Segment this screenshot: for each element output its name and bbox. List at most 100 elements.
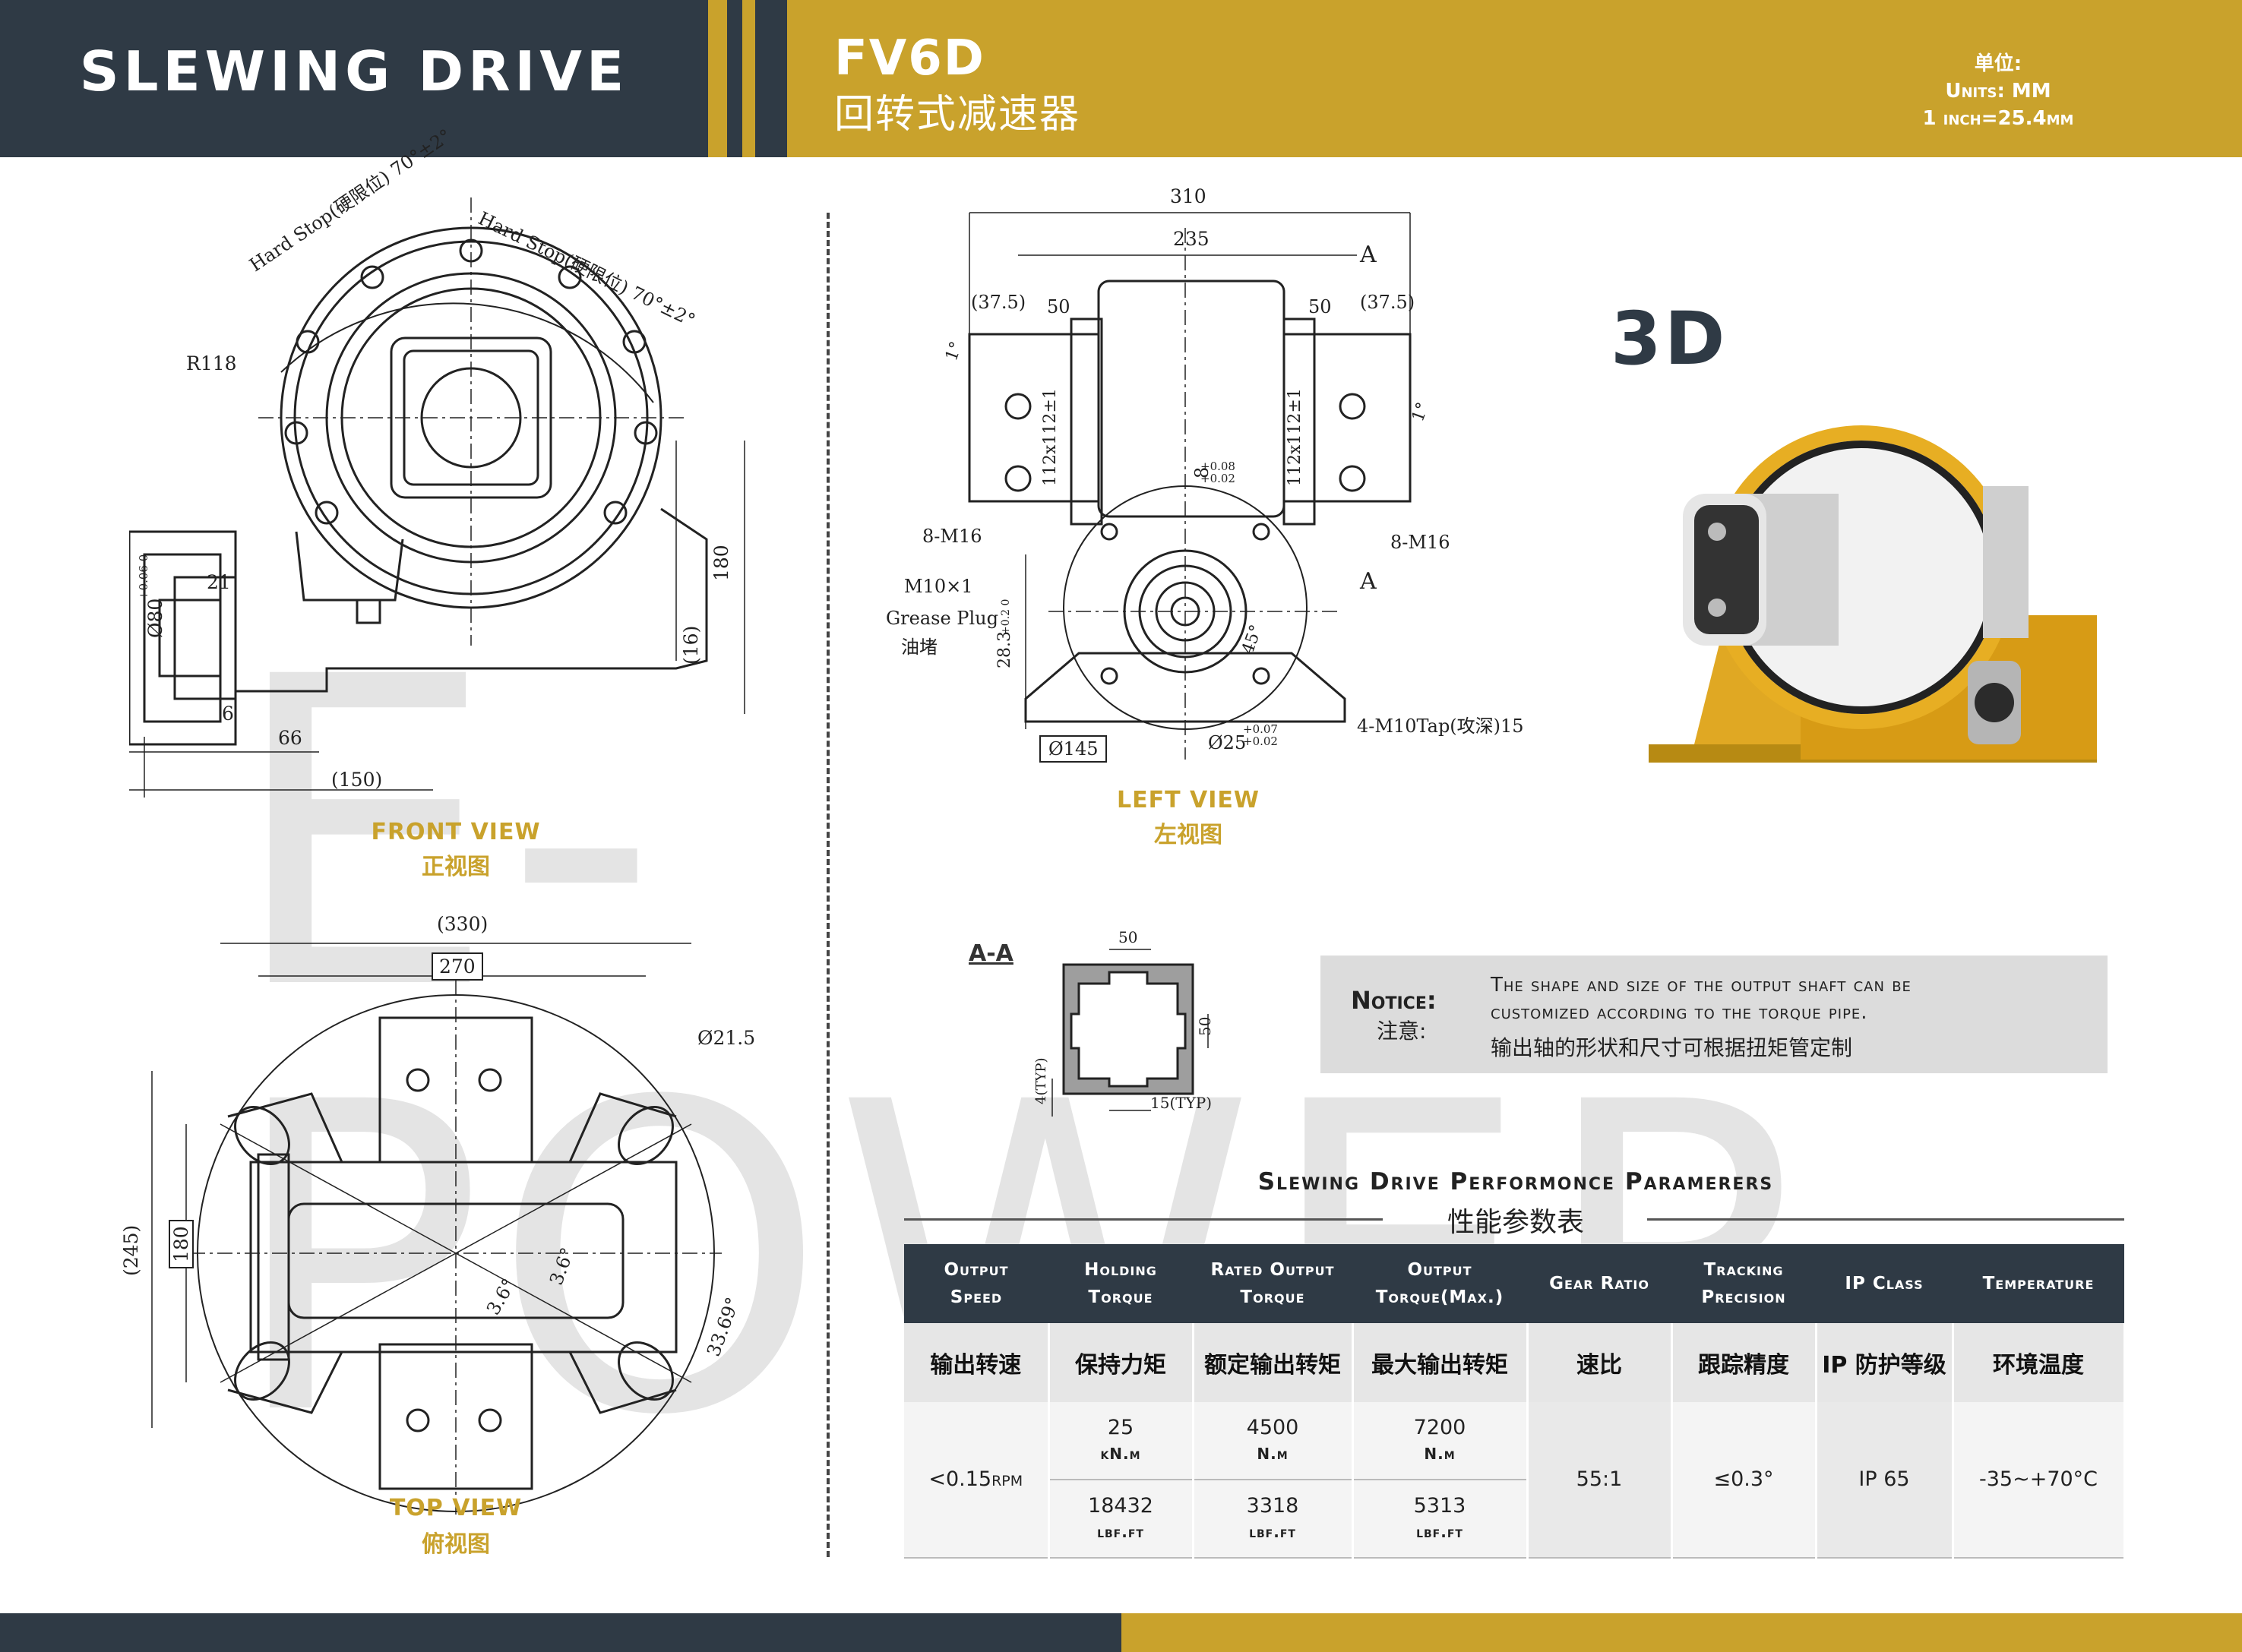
table-header-cn-row: 输出转速 保持力矩 额定输出转矩 最大输出转矩 速比 跟踪精度 IP 防护等级 … [904,1323,2126,1402]
dim-330: (330) [437,913,489,935]
label-grease-plug: Grease Plug [886,608,998,629]
notice-line-3-cn: 输出轴的形状和尺寸可根据扭矩管定制 [1491,1035,1853,1060]
cell-ratio: 55:1 [1527,1402,1673,1559]
dim-28-3: 28.3 [995,631,1014,668]
left-view-drawing [968,212,1412,760]
dashed-divider [827,213,830,1557]
brand-title: SLEWING DRIVE [79,39,629,103]
dim-112-left: 112x112±1 [1041,388,1060,486]
header-ip-class: IP Class [1816,1244,1953,1323]
model-title: FV6D [834,30,985,87]
label-8-m16-right: 8-M16 [1390,532,1450,553]
section-aa-drawing [1051,949,1209,1117]
left-view-caption-cn: 左视图 [1154,822,1222,848]
label-tap: 4-M10Tap(攻深)15 [1357,715,1524,737]
dim-aa-50-right: 50 [1196,1016,1214,1036]
dim-66: 66 [278,727,302,749]
dim-37-5-right: (37.5) [1360,292,1415,313]
label-m10: M10×1 [904,576,973,597]
front-view-caption-cn: 正视图 [422,854,490,880]
cell-ip: IP 65 [1816,1402,1954,1559]
header-stripe [742,0,755,157]
notice-box [1320,956,2108,1073]
dim-310: 310 [1170,185,1206,207]
section-mark-a-bottom: A [1360,568,1377,595]
units-block: 单位: Units: MM 1 inch=25.4mm [1884,50,2112,132]
header-cn-cell: 环境温度 [1953,1323,2126,1402]
header-gold-band [787,0,2242,157]
header-cn-cell: 速比 [1527,1323,1673,1402]
section-mark-a-top: A [1360,242,1377,268]
dim-150: (150) [331,769,383,791]
dim-aa-4: 4(TYP) [1033,1057,1049,1105]
dim-25: Ø25 [1208,732,1247,753]
header-cn-cell: 跟踪精度 [1671,1323,1817,1402]
header-cn-cell: 保持力矩 [1048,1323,1194,1402]
dim-28-3-tol: +0.2 0 [1000,599,1012,635]
dim-50-left: 50 [1047,296,1070,317]
dim-180: 180 [710,545,732,581]
front-view-caption: FRONT VIEW [371,819,541,845]
table-title-rule-left [904,1218,1383,1221]
table-title-rule-right [1647,1218,2124,1221]
inch-conversion: 1 inch=25.4mm [1922,107,2074,130]
dim-radius: R118 [186,352,237,374]
dim-key-tol: +0.08 +0.02 [1200,460,1235,485]
dim-16: (16) [680,625,702,665]
dim-6: 6 [222,703,234,725]
header-stripe [708,0,727,157]
notice-line-2: customized according to the torque pipe. [1491,1001,1868,1024]
dim-aa-15: 15(TYP) [1150,1094,1213,1112]
header-cn-cell: 最大输出转矩 [1352,1323,1529,1402]
dim-112-right: 112x112±1 [1285,388,1304,486]
dim-145: Ø145 [1039,735,1108,763]
top-view-drawing [151,943,722,1519]
left-view-caption: LEFT VIEW [1117,787,1260,813]
top-view-caption-cn: 俯视图 [422,1531,490,1558]
cell-precision: ≤0.3° [1671,1402,1817,1559]
dim-245: (245) [120,1224,142,1276]
dim-235: 235 [1173,228,1210,250]
header-cn-cell: IP 防护等级 [1816,1323,1954,1402]
footer-dark-band [0,1613,1121,1652]
label-grease-plug-cn: 油堵 [901,636,938,658]
notice-title: Notice: [1351,986,1437,1015]
units-label-en: Units: [1945,80,2005,103]
dim-180-top: 180 [169,1220,194,1268]
dim-21: 21 [207,571,231,593]
header-stripe [755,0,787,157]
dim-80: Ø80 [144,598,166,638]
header-dark-band [0,0,708,157]
product-3d-render [1649,425,2097,763]
dim-aa-50-top: 50 [1118,928,1138,946]
header-stripe [727,0,742,157]
units-value: MM [2011,80,2051,103]
table-title-cn: 性能参数表 [1447,1207,1584,1238]
section-aa-label: A-A [969,940,1013,967]
table-title: Slewing Drive Performonce Paramerers [1257,1168,1774,1196]
dim-21-5: Ø21.5 [697,1027,756,1049]
dim-37-5-left: (37.5) [971,292,1026,313]
units-label-cn: 单位: [1974,52,2022,75]
three-d-label: 3D [1611,296,1728,381]
label-8-m16-left: 8-M16 [922,526,982,547]
dim-50-right: 50 [1308,296,1332,317]
top-view-caption: TOP VIEW [389,1495,523,1521]
header-temperature: Temperature [1953,1244,2124,1323]
cell-speed: <0.15rpm [904,1402,1050,1559]
cell-temperature: -35~+70°C [1953,1402,2126,1559]
footer-gold-band [1121,1613,2242,1652]
